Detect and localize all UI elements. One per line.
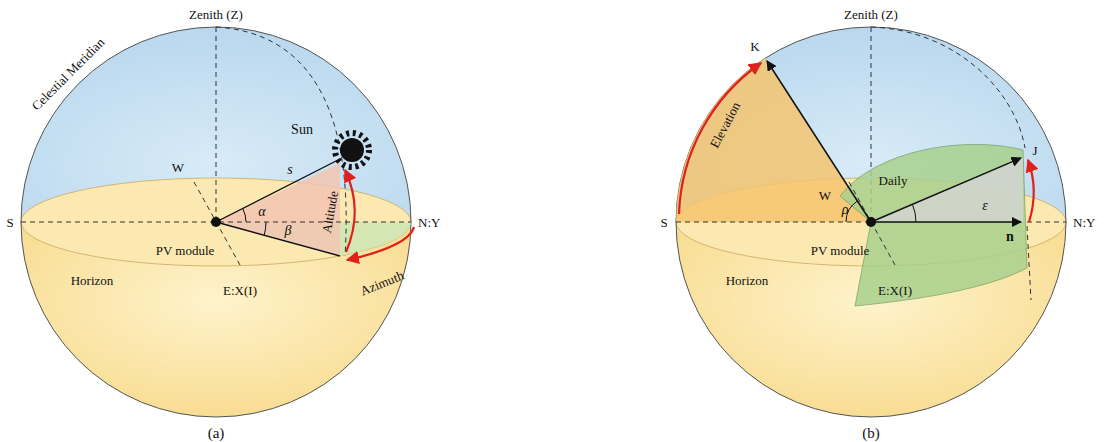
sun-label: Sun: [291, 123, 313, 137]
point-label: K: [750, 40, 759, 53]
angle-symbol: ρ: [842, 203, 849, 217]
pv-module-label: PV module: [811, 244, 870, 257]
direction-label: S: [660, 216, 667, 229]
direction-label: E:X(I): [223, 284, 257, 297]
horizon-label: Horizon: [71, 274, 114, 287]
j-vector: [871, 158, 1021, 222]
vector-label: n: [1006, 230, 1014, 244]
vector-label: s: [287, 163, 292, 177]
panel-label: (a): [208, 426, 225, 441]
elevation-vector: [767, 61, 871, 222]
meridian-arc-lower: [1027, 226, 1031, 300]
altitude-sector: [216, 163, 340, 256]
pv-module-label: PV module: [156, 244, 215, 257]
azimuth-arc: [347, 227, 414, 260]
direction-label: N:Y: [418, 216, 440, 229]
sphere-outline: [21, 27, 411, 417]
angle-symbol: α: [258, 205, 265, 219]
horizon-label: Horizon: [726, 274, 769, 287]
zenith-label: Zenith (Z): [844, 8, 898, 21]
daily-arc: [1028, 160, 1034, 222]
pv-module-dot: [866, 217, 876, 227]
sphere-outline: [676, 27, 1066, 417]
alpha-angle-arc: [243, 208, 246, 222]
beta-angle-arc: [264, 222, 266, 235]
tilt-sector: [871, 157, 1023, 222]
normal-vector: [871, 221, 1021, 223]
sun-rays: [335, 133, 369, 167]
meridian-arc: [871, 27, 1025, 148]
direction-label: S: [6, 216, 13, 229]
direction-label: W: [819, 189, 831, 202]
altitude-arc: [345, 170, 355, 252]
zenith-axis: [216, 27, 217, 222]
plane-label: Daily: [879, 174, 908, 187]
angle-symbol: ε: [982, 199, 988, 213]
direction-label: E:X(I): [878, 284, 912, 297]
sun-vector: [216, 160, 338, 222]
panel-b: [676, 27, 1066, 417]
elevation-arc: [679, 63, 761, 214]
panel-label: (b): [862, 426, 880, 441]
direction-label: W: [172, 161, 184, 174]
sun-meridian-arc: [216, 27, 346, 256]
panel-a: [21, 27, 414, 417]
epsilon-angle-arc: [912, 204, 916, 222]
sun-disc: [340, 138, 364, 162]
direction-label: N:Y: [1073, 216, 1095, 229]
pv-module-dot: [211, 217, 221, 227]
point-label: J: [1032, 144, 1037, 157]
angle-symbol: β: [285, 224, 292, 238]
daily-rotation-plane: [840, 144, 1027, 306]
zenith-label: Zenith (Z): [189, 8, 243, 21]
